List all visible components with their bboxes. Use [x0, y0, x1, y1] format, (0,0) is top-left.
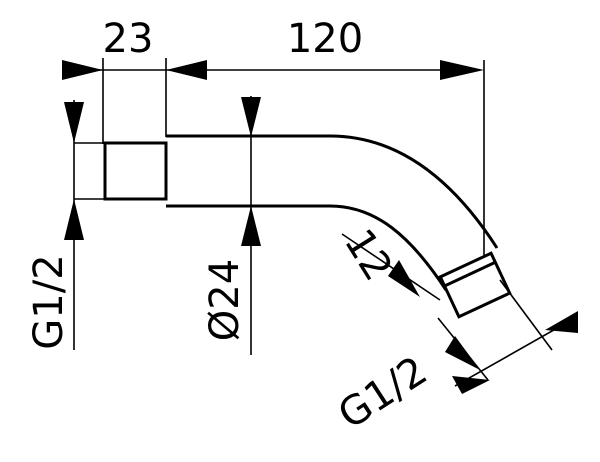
shower-arm-outline [103, 134, 512, 319]
arrow-g12-outlet-left [445, 336, 480, 370]
dim-outlet-thread: G1/2 [330, 348, 435, 439]
arrow-g12-left-bottom [64, 199, 84, 240]
dim-tube-diameter: Ø24 [202, 259, 248, 341]
dim-arm-length: 120 [287, 16, 363, 62]
arrow-120-right [440, 60, 484, 80]
dimension-arrows [62, 60, 578, 394]
tube-lower-edge [166, 204, 448, 291]
dim-outlet-length: 12 [335, 221, 401, 289]
arrow-23-right [166, 60, 207, 80]
dimension-lines [62, 58, 576, 387]
dim-inlet-length: 23 [103, 16, 154, 62]
outlet-fitting [438, 251, 512, 319]
arrow-12 [388, 260, 420, 297]
inlet-fitting [103, 141, 168, 201]
arrow-d24-bottom [241, 206, 261, 246]
arrow-g12-left-top [64, 102, 84, 143]
tube-upper-edge [166, 134, 499, 249]
arrow-d24-top [241, 97, 261, 137]
arrow-g12-outlet-lower [452, 376, 490, 394]
dim-inlet-thread: G1/2 [26, 254, 72, 349]
arrow-23-left [62, 60, 103, 80]
arrow-g12-outlet-right [545, 311, 578, 333]
